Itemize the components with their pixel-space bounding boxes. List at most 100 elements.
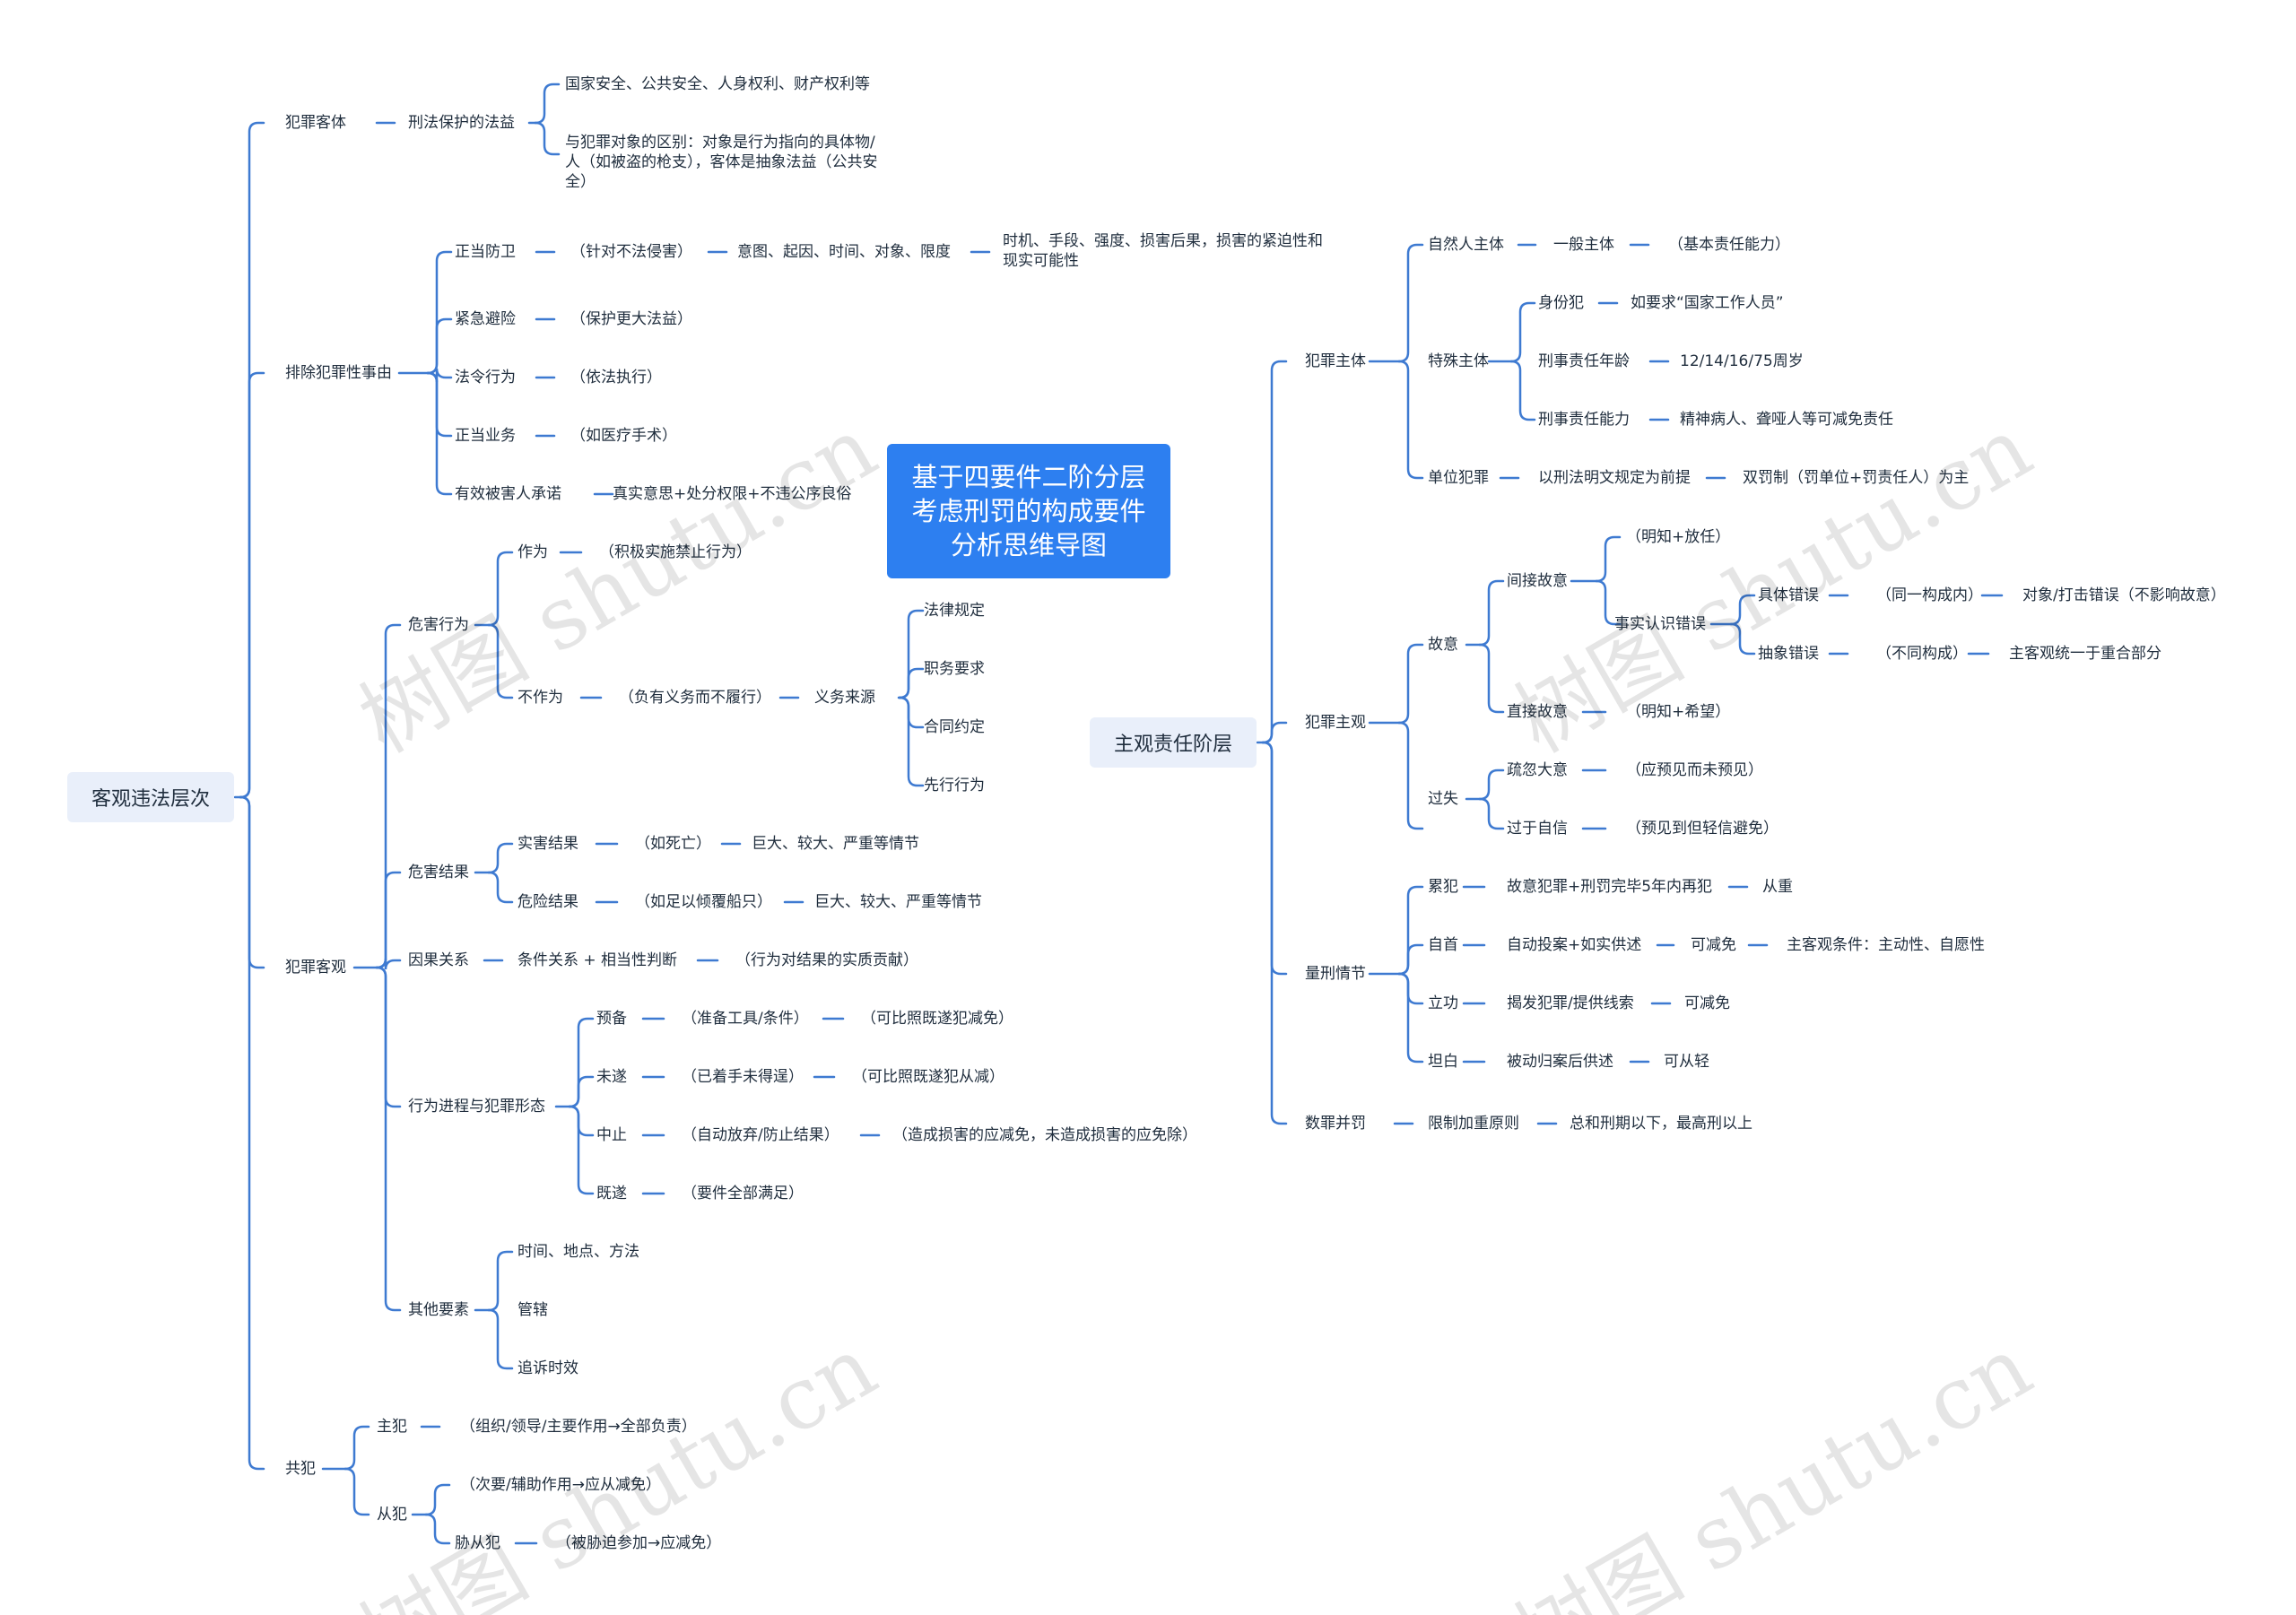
node-recidivism-rule[interactable]: 故意犯罪+刑罚完毕5年内再犯 <box>1507 878 1713 896</box>
node-combined-punishment[interactable]: 数罪并罚 <box>1305 1115 1366 1133</box>
node-unit-crime-premise[interactable]: 以刑法明文规定为前提 <box>1538 469 1691 487</box>
node-merit[interactable]: 立功 <box>1428 994 1458 1012</box>
node-other-elements[interactable]: 其他要素 <box>408 1301 469 1319</box>
node-necessity[interactable]: 紧急避险 <box>455 310 516 328</box>
node-duty-source-job[interactable]: 职务要求 <box>924 660 985 678</box>
node-causation-rule[interactable]: 条件关系 + 相当性判断 <box>517 951 678 969</box>
node-unit-crime-note[interactable]: 双罚制（罚单位+罚责任人）为主 <box>1743 469 1970 487</box>
node-business-note[interactable]: （如医疗手术） <box>570 427 677 445</box>
node-crime-mental[interactable]: 犯罪主观 <box>1305 714 1366 732</box>
node-done[interactable]: 既遂 <box>596 1185 627 1203</box>
node-danger-result[interactable]: 危险结果 <box>517 893 578 911</box>
node-consent[interactable]: 有效被害人承诺 <box>455 485 561 503</box>
node-action-note[interactable]: （积极实施禁止行为） <box>599 543 752 561</box>
node-other-limitation[interactable]: 追诉时效 <box>517 1359 578 1377</box>
node-consent-note[interactable]: 真实意思+处分权限+不违公序良俗 <box>613 485 852 503</box>
node-abstract-error[interactable]: 抽象错误 <box>1758 645 1819 663</box>
node-action[interactable]: 作为 <box>517 543 548 561</box>
branch-objective-illegality[interactable]: 客观违法层次 <box>67 772 234 822</box>
node-combined-rule[interactable]: 限制加重原则 <box>1428 1115 1519 1133</box>
node-merit-rule[interactable]: 揭发犯罪/提供线索 <box>1507 994 1634 1012</box>
node-legal-act[interactable]: 法令行为 <box>455 369 516 386</box>
node-recidivism-effect[interactable]: 从重 <box>1762 878 1793 896</box>
node-indirect-intent-note[interactable]: （明知+放任） <box>1626 528 1731 546</box>
branch-subjective-responsibility[interactable]: 主观责任阶层 <box>1090 717 1257 768</box>
node-duty-source-law[interactable]: 法律规定 <box>924 602 985 620</box>
node-attempt-note[interactable]: （已着手未得逞） <box>682 1068 804 1086</box>
node-surrender-effect[interactable]: 可减免 <box>1691 936 1736 954</box>
node-legal-act-note[interactable]: （依法执行） <box>570 369 662 386</box>
node-overconfident[interactable]: 过于自信 <box>1507 820 1568 838</box>
node-crime-subject[interactable]: 犯罪主体 <box>1305 352 1366 370</box>
node-confession-rule[interactable]: 被动归案后供述 <box>1507 1053 1613 1071</box>
node-concrete-error[interactable]: 具体错误 <box>1758 586 1819 604</box>
node-causation[interactable]: 因果关系 <box>408 951 469 969</box>
node-general-subject-note[interactable]: （基本责任能力） <box>1668 236 1790 254</box>
node-merit-effect[interactable]: 可减免 <box>1684 994 1730 1012</box>
node-stages[interactable]: 行为进程与犯罪形态 <box>408 1098 545 1116</box>
node-intent[interactable]: 故意 <box>1428 636 1458 654</box>
node-actual-result[interactable]: 实害结果 <box>517 835 578 853</box>
node-self-defense-conditions[interactable]: 意图、起因、时间、对象、限度 <box>737 243 951 261</box>
node-other-time-place[interactable]: 时间、地点、方法 <box>517 1243 639 1261</box>
node-abandon[interactable]: 中止 <box>596 1126 627 1144</box>
node-actual-result-degree[interactable]: 巨大、较大、严重等情节 <box>752 835 919 853</box>
node-prep-note[interactable]: （准备工具/条件） <box>682 1010 809 1028</box>
node-confession-effect[interactable]: 可从轻 <box>1664 1053 1709 1071</box>
node-coerced[interactable]: 胁从犯 <box>455 1534 500 1552</box>
node-overconfident-note[interactable]: （预见到但轻信避免） <box>1626 820 1779 838</box>
node-surrender-rule[interactable]: 自动投案+如实供述 <box>1507 936 1642 954</box>
node-identity-crime-note[interactable]: 如要求“国家工作人员” <box>1631 294 1784 312</box>
node-concrete-error-effect[interactable]: 对象/打击错误（不影响故意） <box>2022 586 2226 604</box>
node-abandon-note[interactable]: （自动放弃/防止结果） <box>682 1126 839 1144</box>
node-done-note[interactable]: （要件全部满足） <box>682 1185 804 1203</box>
node-crime-objective[interactable]: 犯罪客观 <box>285 959 346 977</box>
node-special-subject[interactable]: 特殊主体 <box>1428 352 1489 370</box>
node-danger-result-degree[interactable]: 巨大、较大、严重等情节 <box>814 893 982 911</box>
node-duty-source[interactable]: 义务来源 <box>814 689 875 707</box>
node-legal-interest[interactable]: 刑法保护的法益 <box>408 114 515 132</box>
node-self-defense[interactable]: 正当防卫 <box>455 243 516 261</box>
central-topic[interactable]: 基于四要件二阶分层考虑刑罚的构成要件分析思维导图 <box>887 444 1170 578</box>
node-abstract-error-note[interactable]: （不同构成） <box>1876 645 1968 663</box>
node-negligence[interactable]: 过失 <box>1428 790 1458 808</box>
node-criminal-age-note[interactable]: 12/14/16/75周岁 <box>1680 352 1804 370</box>
node-surrender[interactable]: 自首 <box>1428 936 1458 954</box>
node-indirect-intent[interactable]: 间接故意 <box>1507 572 1568 590</box>
node-direct-intent-note[interactable]: （明知+希望） <box>1626 703 1731 721</box>
node-recidivism[interactable]: 累犯 <box>1428 878 1458 896</box>
node-harm-act[interactable]: 危害行为 <box>408 616 469 634</box>
node-direct-intent[interactable]: 直接故意 <box>1507 703 1568 721</box>
node-abandon-penalty[interactable]: （造成损害的应减免，未造成损害的应免除） <box>892 1126 1197 1144</box>
node-other-jurisdiction[interactable]: 管辖 <box>517 1301 548 1319</box>
node-joint-crime[interactable]: 共犯 <box>285 1460 316 1478</box>
node-unit-crime[interactable]: 单位犯罪 <box>1428 469 1489 487</box>
node-duty-source-contract[interactable]: 合同约定 <box>924 718 985 736</box>
node-general-subject[interactable]: 一般主体 <box>1553 236 1614 254</box>
node-careless[interactable]: 疏忽大意 <box>1507 761 1568 779</box>
node-harm-result[interactable]: 危害结果 <box>408 864 469 881</box>
node-principal[interactable]: 主犯 <box>377 1418 407 1436</box>
node-natural-person[interactable]: 自然人主体 <box>1428 236 1504 254</box>
node-criminal-capacity[interactable]: 刑事责任能力 <box>1538 411 1630 429</box>
node-principal-note[interactable]: （组织/领导/主要作用→全部负责） <box>460 1418 697 1436</box>
node-abstract-error-effect[interactable]: 主客观统一于重合部分 <box>2009 645 2161 663</box>
node-attempt[interactable]: 未遂 <box>596 1068 627 1086</box>
node-identity-crime[interactable]: 身份犯 <box>1538 294 1584 312</box>
node-prep-penalty[interactable]: （可比照既遂犯减免） <box>861 1010 1013 1028</box>
node-confession[interactable]: 坦白 <box>1428 1053 1458 1071</box>
node-accessory-note[interactable]: （次要/辅助作用→应从减免） <box>460 1476 661 1494</box>
node-surrender-condition[interactable]: 主客观条件：主动性、自愿性 <box>1787 936 1985 954</box>
node-duty-source-prior-act[interactable]: 先行行为 <box>924 777 985 794</box>
node-careless-note[interactable]: （应预见而未预见） <box>1626 761 1763 779</box>
node-business[interactable]: 正当业务 <box>455 427 516 445</box>
node-object-item-2[interactable]: 与犯罪对象的区别：对象是行为指向的具体物/人（如被盗的枪支），客体是抽象法益（公… <box>565 134 878 191</box>
node-prep[interactable]: 预备 <box>596 1010 627 1028</box>
node-concrete-error-note[interactable]: （同一构成内） <box>1876 586 1983 604</box>
node-danger-result-note[interactable]: （如足以倾覆船只） <box>635 893 772 911</box>
node-omission-note[interactable]: （负有义务而不履行） <box>619 689 771 707</box>
node-attempt-penalty[interactable]: （可比照既遂犯从减） <box>852 1068 1004 1086</box>
node-criminal-age[interactable]: 刑事责任年龄 <box>1538 352 1630 370</box>
node-self-defense-note[interactable]: （针对不法侵害） <box>570 243 692 261</box>
node-fact-error[interactable]: 事实认识错误 <box>1614 615 1706 633</box>
